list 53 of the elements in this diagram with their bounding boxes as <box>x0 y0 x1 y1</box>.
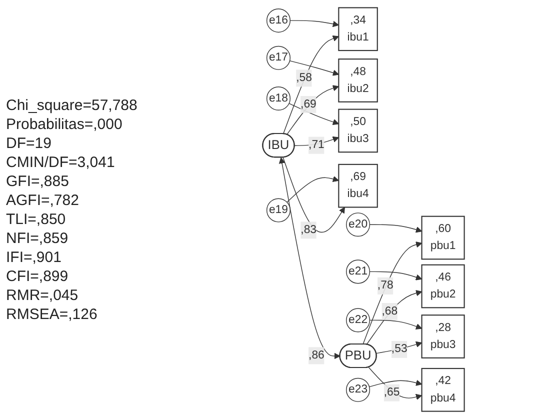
arrow <box>362 242 422 345</box>
arrow <box>282 157 345 233</box>
fit-statistic: NFI=,859 <box>6 228 70 248</box>
fit-statistic: IFI=,901 <box>6 248 62 266</box>
fit-statistic: Chi_square=57,788 <box>6 96 138 114</box>
edge-label: ,68 <box>382 305 398 318</box>
arrow <box>286 176 339 203</box>
fit-statistic: AGFI=,782 <box>6 190 80 210</box>
node-box: ,28 pbu3 <box>421 314 465 358</box>
fit-statistic: CMIN/DF=3,041 <box>6 152 116 172</box>
node-box: ,48 ibu2 <box>338 58 378 102</box>
edge-label: ,53 <box>391 342 408 356</box>
edge-label: ,65 <box>384 386 400 398</box>
node-box: ,46 pbu2 <box>421 264 465 308</box>
node-circle: e18 <box>266 86 291 111</box>
node-box: ,34 ibu1 <box>338 7 378 52</box>
fit-statistic: TLI=,850 <box>6 210 67 228</box>
node-box: ,42 pbu4 <box>421 368 465 412</box>
node-box: ,60 pbu1 <box>421 216 465 260</box>
arrow <box>290 20 339 28</box>
arrow <box>294 136 339 146</box>
node-circle: e22 <box>346 308 370 332</box>
arrow <box>286 85 339 135</box>
edge-label: ,71 <box>308 138 324 151</box>
arrow <box>369 224 422 233</box>
arrow <box>368 366 422 400</box>
fit-statistic: Probabilitas=,000 <box>6 114 124 134</box>
fit-statistic: GFI=,885 <box>6 172 70 190</box>
edge-label: ,83 <box>300 224 317 236</box>
edge-label: ,86 <box>308 349 324 362</box>
node-box: ,50 ibu3 <box>338 108 378 153</box>
arrow <box>289 60 339 76</box>
fit-statistic: RMSEA=,126 <box>6 304 98 324</box>
node-circle: e16 <box>266 8 291 33</box>
node-circle: e20 <box>346 212 370 237</box>
node-circle: e19 <box>266 198 291 222</box>
arrow <box>366 290 422 345</box>
node-box: ,69 ibu4 <box>338 164 378 208</box>
arrow <box>368 380 422 388</box>
arrow <box>282 35 339 134</box>
arrow <box>278 157 340 360</box>
fit-statistic: CFI=,899 <box>6 266 70 286</box>
node-circle: e23 <box>346 378 370 402</box>
fit-statistic: RMR=,045 <box>6 286 80 304</box>
edge-label: ,78 <box>377 279 394 292</box>
node-circle: e17 <box>266 46 291 70</box>
fit-statistic: DF=19 <box>6 134 52 152</box>
arrow <box>369 320 422 330</box>
node-circle: e21 <box>346 260 370 284</box>
arrow <box>369 271 422 280</box>
arrow <box>288 103 339 125</box>
edge-label: ,58 <box>296 72 312 84</box>
edge-label: ,69 <box>300 98 316 110</box>
